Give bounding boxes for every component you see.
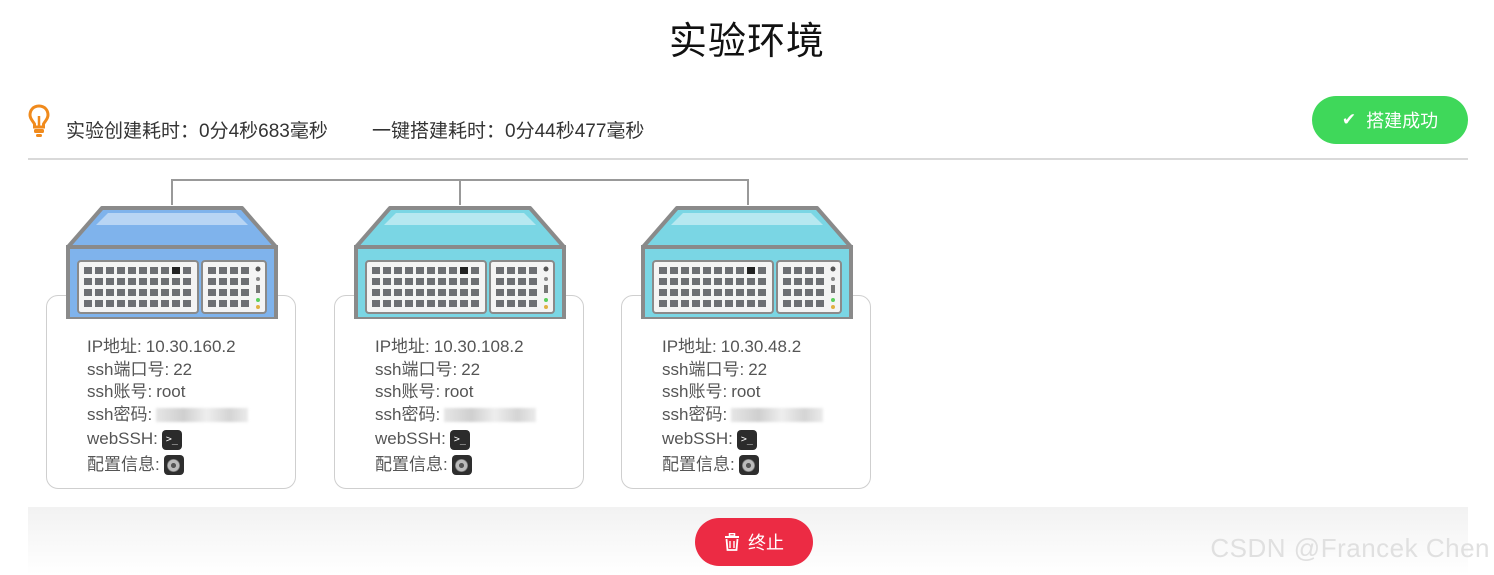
config-label: 配置信息: bbox=[662, 454, 735, 474]
host-info-card: IP地址:10.30.160.2 ssh端口号:22 ssh账号:root ss… bbox=[46, 295, 296, 489]
password-label: ssh密码: bbox=[375, 404, 441, 424]
account-value: root bbox=[444, 382, 474, 401]
server-icon[interactable] bbox=[639, 205, 855, 319]
account-value: root bbox=[156, 382, 186, 401]
password-label: ssh密码: bbox=[662, 404, 728, 424]
build-success-button[interactable]: ✔ 搭建成功 bbox=[1312, 96, 1468, 144]
config-label: 配置信息: bbox=[87, 454, 160, 474]
host-card-1: IP地址:10.30.160.2 ssh端口号:22 ssh账号:root ss… bbox=[46, 180, 296, 490]
settings-icon[interactable] bbox=[738, 455, 759, 475]
info-bar: 实验创建耗时：0分4秒683毫秒 一键搭建耗时：0分44秒477毫秒 ✔ 搭建成… bbox=[28, 96, 1468, 160]
account-label: ssh账号: bbox=[375, 382, 441, 401]
ip-value: 10.30.108.2 bbox=[433, 337, 524, 356]
port-value: 22 bbox=[173, 359, 193, 379]
host-card-2: IP地址:10.30.108.2 ssh端口号:22 ssh账号:root ss… bbox=[334, 180, 584, 490]
webssh-label: webSSH: bbox=[375, 428, 446, 448]
terminal-icon[interactable]: >_ bbox=[736, 430, 757, 450]
password-value-blurred bbox=[156, 407, 249, 422]
server-icon[interactable] bbox=[64, 205, 280, 319]
host-card-3: IP地址:10.30.48.2 ssh端口号:22 ssh账号:root ssh… bbox=[621, 180, 871, 490]
port-label: ssh端口号: bbox=[87, 359, 170, 379]
password-value-blurred bbox=[444, 407, 537, 422]
password-value-blurred bbox=[731, 407, 824, 422]
watermark: CSDN @Francek Chen bbox=[1210, 533, 1490, 563]
terminal-icon[interactable]: >_ bbox=[161, 430, 182, 450]
page-title: 实验环境 bbox=[668, 21, 825, 63]
terminate-button[interactable]: 终止 bbox=[695, 518, 813, 566]
port-label: ssh端口号: bbox=[375, 359, 458, 379]
config-label: 配置信息: bbox=[375, 454, 448, 474]
port-value: 22 bbox=[461, 359, 481, 379]
build-time-text: 一键搭建耗时：0分44秒477毫秒 bbox=[372, 121, 645, 142]
password-label: ssh密码: bbox=[87, 404, 153, 424]
ip-label: IP地址: bbox=[375, 337, 430, 356]
check-icon: ✔ bbox=[1341, 110, 1357, 129]
lightbulb-icon bbox=[28, 104, 50, 137]
footer-bar: 终止 bbox=[28, 507, 1468, 575]
settings-icon[interactable] bbox=[163, 455, 184, 475]
create-time-text: 实验创建耗时：0分4秒683毫秒 bbox=[66, 121, 328, 142]
host-info-card: IP地址:10.30.48.2 ssh端口号:22 ssh账号:root ssh… bbox=[621, 295, 871, 489]
port-label: ssh端口号: bbox=[662, 359, 745, 379]
trash-icon bbox=[725, 533, 739, 551]
webssh-label: webSSH: bbox=[662, 428, 733, 448]
terminal-icon[interactable]: >_ bbox=[449, 430, 470, 450]
terminate-label: 终止 bbox=[748, 533, 784, 553]
ip-label: IP地址: bbox=[87, 337, 142, 356]
account-value: root bbox=[731, 382, 761, 401]
host-info-card: IP地址:10.30.108.2 ssh端口号:22 ssh账号:root ss… bbox=[334, 295, 584, 489]
account-label: ssh账号: bbox=[87, 382, 153, 401]
settings-icon[interactable] bbox=[451, 455, 472, 475]
ip-value: 10.30.48.2 bbox=[720, 337, 802, 356]
port-value: 22 bbox=[748, 359, 768, 379]
ip-value: 10.30.160.2 bbox=[145, 337, 236, 356]
build-success-label: 搭建成功 bbox=[1366, 111, 1439, 131]
account-label: ssh账号: bbox=[662, 382, 728, 401]
ip-label: IP地址: bbox=[662, 337, 717, 356]
server-icon[interactable] bbox=[352, 205, 568, 319]
webssh-label: webSSH: bbox=[87, 428, 158, 448]
